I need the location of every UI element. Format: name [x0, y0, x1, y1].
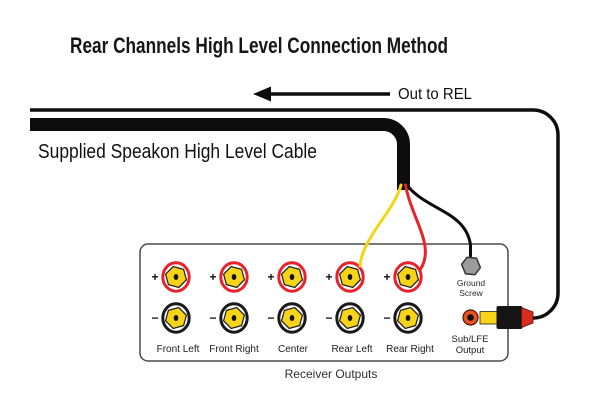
channel-label: Front Left	[157, 344, 200, 355]
sub-lfe-label-line2: Output	[456, 345, 485, 356]
binding-post-negative	[161, 302, 191, 334]
rca-plug-icon	[479, 306, 534, 329]
channel-center: + − Center	[267, 261, 309, 355]
rca-plug-body	[496, 306, 523, 329]
binding-post-negative	[393, 302, 423, 334]
rca-plug-tip	[479, 311, 498, 325]
channel-label: Front Right	[209, 344, 259, 355]
binding-post-positive	[219, 261, 249, 293]
channel-rear-left: + − Rear Left	[325, 261, 373, 355]
plus-sign: +	[267, 270, 274, 284]
ground-screw-label-line2: Screw	[459, 288, 483, 298]
minus-sign: −	[151, 311, 158, 325]
minus-sign: −	[209, 311, 216, 325]
minus-sign: −	[267, 311, 274, 325]
cable-label: Supplied Speakon High Level Cable	[38, 141, 317, 163]
binding-post-negative	[335, 302, 365, 334]
channel-rear-right: + − Rear Right	[383, 261, 434, 355]
channel-front-right: + − Front Right	[209, 261, 259, 355]
binding-post-negative	[277, 302, 307, 334]
page-title: Rear Channels High Level Connection Meth…	[70, 33, 448, 58]
out-to-rel-label: Out to REL	[398, 86, 472, 103]
channel-label: Rear Right	[386, 344, 434, 355]
rca-plug-cap	[521, 306, 534, 329]
plus-sign: +	[383, 270, 390, 284]
channel-label: Center	[278, 344, 309, 355]
binding-post-positive	[161, 261, 191, 293]
yellow-wire	[358, 183, 403, 268]
ground-screw-label-line1: Ground	[457, 278, 486, 288]
plus-sign: +	[209, 270, 216, 284]
binding-post-positive	[277, 261, 307, 293]
out-to-rel-arrow: Out to REL	[253, 86, 472, 103]
speakon-cable	[30, 118, 410, 190]
plus-sign: +	[325, 270, 332, 284]
rel-return-cable	[30, 108, 560, 320]
channel-front-left: + − Front Left	[151, 261, 200, 355]
minus-sign: −	[325, 311, 332, 325]
minus-sign: −	[383, 311, 390, 325]
ground-screw-icon	[460, 256, 482, 276]
binding-post-positive	[393, 261, 423, 293]
receiver-outputs-caption: Receiver Outputs	[285, 367, 378, 381]
plus-sign: +	[151, 270, 158, 284]
red-wire	[404, 183, 427, 272]
arrow-left-icon	[253, 86, 271, 102]
binding-post-negative	[219, 302, 249, 334]
ground-wire	[407, 185, 472, 258]
sub-lfe-label-line1: Sub/LFE	[452, 334, 489, 345]
channel-label: Rear Left	[331, 344, 372, 355]
rca-jack-icon	[462, 309, 479, 326]
binding-post-positive	[335, 261, 365, 293]
